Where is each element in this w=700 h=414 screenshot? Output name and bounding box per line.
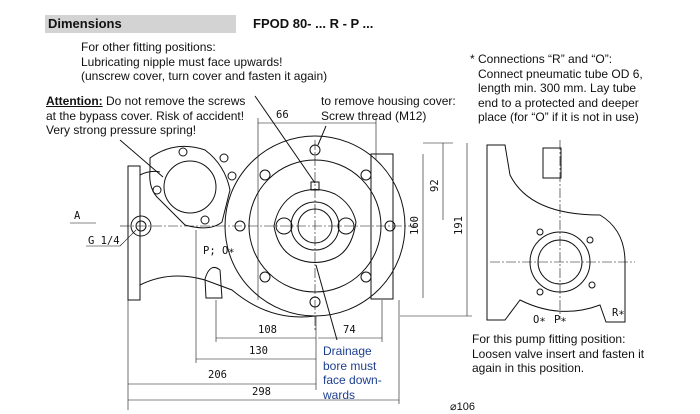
note-line: Connect pneumatic tube OD 6, — [478, 66, 643, 81]
thread-label: G 1/4 — [88, 235, 120, 247]
bypass-screws — [152, 147, 237, 225]
note-line: For this pump fitting position: — [472, 332, 626, 346]
inlet-flange — [127, 165, 141, 301]
note-line: Lubricating nipple must face upwards! — [81, 54, 283, 69]
note-line: end to a protected and deeper — [478, 95, 639, 110]
note-line: length min. 300 mm. Lay tube — [478, 81, 637, 95]
port-r-label: R∗ — [612, 307, 625, 319]
outlet-flange — [370, 153, 394, 300]
leader-line — [317, 125, 327, 146]
fitting-positions-note: For other fitting positions: Lubricating… — [81, 40, 327, 84]
attention-label: Attention: — [46, 94, 103, 108]
center-lines — [120, 140, 635, 330]
dim-206: 206 — [208, 369, 227, 381]
note-line: Screw thread (M12) — [321, 108, 427, 123]
attention-note: Attention: Do not remove the screws at t… — [46, 94, 245, 138]
leader-line — [119, 139, 164, 178]
shaft-bore-inner — [297, 208, 333, 244]
note-line: again in this position. — [472, 361, 585, 375]
note-line: wards — [323, 387, 356, 402]
note-line: Loosen valve insert and fasten it — [472, 346, 645, 361]
dim-108: 108 — [258, 324, 277, 336]
dim-74: 74 — [343, 324, 356, 336]
model-title: FPOD 80- ... R - P ... — [253, 16, 374, 31]
leader-line — [315, 264, 338, 341]
g14-port-bore — [135, 220, 147, 232]
port-p-label: P∗ — [554, 314, 567, 326]
drainage-note: Drainage bore must face down- wards — [323, 344, 382, 402]
housing-bolt-circle — [248, 159, 382, 293]
foot — [204, 267, 223, 299]
dim-130: 130 — [249, 345, 268, 357]
housing-cover-note: to remove housing cover: Screw thread (M… — [321, 94, 456, 123]
section-title: Dimensions — [45, 15, 236, 33]
note-line: For other fitting positions: — [81, 40, 216, 54]
note-line: at the bypass cover. Risk of accident! — [46, 108, 245, 123]
bearing-cover — [273, 189, 357, 263]
note-line: (unscrew cover, turn cover and fasten it… — [81, 69, 328, 83]
dim-191: 191 — [453, 216, 465, 235]
g14-port — [130, 215, 152, 237]
dim-92: 92 — [429, 179, 441, 192]
dim-66: 66 — [276, 109, 289, 121]
arrow-a-label: A — [74, 210, 81, 222]
shaft-bore — [290, 201, 340, 251]
note-line: Drainage — [323, 344, 372, 358]
lubricating-nipple — [310, 181, 320, 191]
note-line: bore must — [323, 358, 377, 373]
pump-position-note: For this pump fitting position: Loosen v… — [472, 332, 644, 376]
dim-160: 160 — [409, 216, 421, 235]
dimension-lines — [70, 118, 472, 410]
bypass-bore — [163, 160, 217, 214]
note-line: Very strong pressure spring! — [46, 123, 197, 137]
note-line: place (for “O” if it is not in use) — [478, 110, 639, 124]
bypass-cover — [149, 145, 231, 229]
port-o-label: O∗ — [533, 314, 546, 326]
leader-line — [254, 95, 316, 184]
housing-outer — [224, 135, 406, 317]
side-view — [486, 144, 626, 323]
connections-note: * Connections “R” and “O”: Connect pneum… — [470, 52, 643, 125]
dim-298: 298 — [252, 386, 271, 398]
ports-label: P; O∗ — [203, 245, 235, 257]
diameter-label: ⌀106 — [450, 401, 475, 413]
note-line: to remove housing cover: — [321, 94, 456, 108]
note-line: Do not remove the screws — [102, 94, 246, 108]
note-line: face down- — [323, 373, 382, 387]
note-line: * Connections “R” and “O”: — [470, 52, 613, 66]
